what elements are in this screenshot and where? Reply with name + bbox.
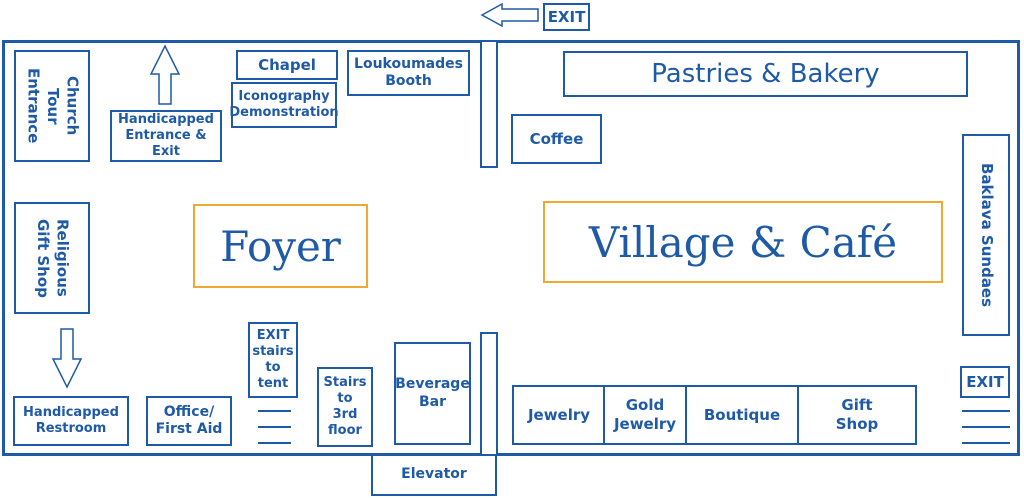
stair-step [962,426,1010,428]
exit-arrow-left-icon [480,2,539,28]
religious-gift-shop[interactable]: Religious Gift Shop [14,202,90,314]
office-first-aid[interactable]: Office/ First Aid [146,396,232,446]
shop-boutique[interactable]: Boutique [687,387,797,443]
building-outline [2,40,1020,456]
shop-gift-shop[interactable]: Gift Shop [799,387,915,443]
beverage-bar[interactable]: Beverage Bar [394,342,471,445]
loukoumades-booth[interactable]: Loukoumades Booth [347,50,470,96]
coffee[interactable]: Coffee [511,114,602,164]
elevator[interactable]: Elevator [371,454,497,496]
shop-gift-shop-label: Gift Shop [835,396,879,433]
foyer-label: Foyer [220,221,341,271]
stairs-to-3rd-floor[interactable]: Stairs to 3rd floor [317,367,373,447]
down-arrow-icon [51,328,83,389]
up-arrow-icon [149,44,181,105]
handicapped-entrance-exit[interactable]: Handicapped Entrance & Exit [110,110,222,162]
exit-stairs-to-tent[interactable]: EXIT stairs to tent [248,322,298,398]
shop-divider [685,387,687,443]
shops-row: Jewelry Gold Jewelry Boutique Gift Shop [512,385,917,445]
stair-step [258,410,291,412]
stair-step [258,442,291,444]
column-lower [480,332,498,456]
stair-step [962,410,1010,412]
shop-jewelry-label: Jewelry [527,405,591,424]
shop-jewelry[interactable]: Jewelry [514,387,604,443]
chapel[interactable]: Chapel [236,50,338,80]
exit-right[interactable]: EXIT [960,366,1010,398]
shop-divider [603,387,605,443]
shop-gold-jewelry[interactable]: Gold Jewelry [605,387,685,443]
column-upper [480,40,498,168]
village-cafe-area[interactable]: Village & Café [543,201,943,283]
stair-step [258,426,291,428]
exit-top[interactable]: EXIT [543,3,590,31]
village-cafe-label: Village & Café [588,217,898,267]
church-tour-entrance[interactable]: Church Tour Entrance [14,50,90,162]
shop-gold-jewelry-label: Gold Jewelry [613,396,677,433]
stair-step [962,442,1010,444]
baklava-sundaes[interactable]: Baklava Sundaes [962,134,1010,336]
shop-divider [797,387,799,443]
foyer-area[interactable]: Foyer [193,204,368,288]
iconography-demonstration[interactable]: Iconography Demonstration [229,82,339,128]
handicapped-restroom[interactable]: Handicapped Restroom [13,396,129,446]
pastries-bakery[interactable]: Pastries & Bakery [563,51,968,97]
shop-boutique-label: Boutique [703,405,781,424]
